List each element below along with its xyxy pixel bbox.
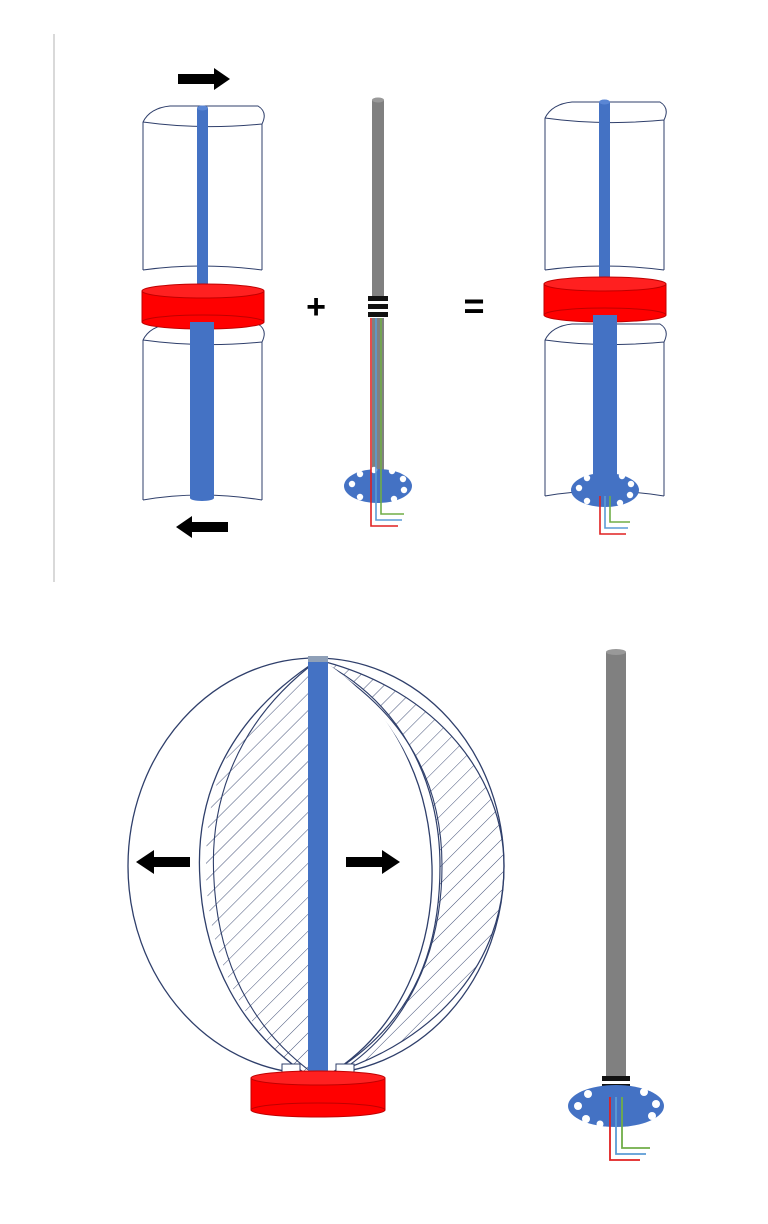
left-hatched-lens bbox=[206, 660, 318, 1074]
thin-upper-rod bbox=[197, 108, 208, 294]
assembled-thick-rod bbox=[593, 315, 617, 489]
panel-gray-sensor-rod bbox=[344, 97, 412, 527]
right-lens-outer-outline bbox=[317, 659, 443, 1075]
equals-symbol: = bbox=[463, 285, 484, 326]
left-lens-inner-outline bbox=[212, 659, 319, 1075]
assembled-lower-tube-outline bbox=[544, 323, 667, 497]
panel-gray-rod-standalone bbox=[568, 649, 664, 1161]
expand-arrow-right-icon bbox=[346, 850, 400, 874]
red-disk-top bbox=[141, 283, 265, 299]
assembled-rod-top-cap bbox=[599, 99, 610, 105]
thick-lower-rod bbox=[190, 322, 214, 498]
panel-expanding-sphere bbox=[127, 656, 505, 1118]
assembled-red-disk-top bbox=[543, 276, 667, 292]
thick-rod-bottom-cap bbox=[190, 495, 214, 501]
thin-rod-top-cap bbox=[197, 105, 208, 111]
clamp-ring-1 bbox=[368, 296, 388, 301]
standalone-wires bbox=[609, 1097, 650, 1161]
gray-rod-lower bbox=[372, 318, 384, 486]
panel-rod-in-split-tube bbox=[141, 68, 265, 538]
expand-arrow-left-icon bbox=[136, 850, 190, 874]
arrow-right-icon bbox=[178, 68, 230, 90]
assembled-wires bbox=[599, 496, 630, 535]
sensor-wires bbox=[370, 318, 404, 527]
sphere-red-base-top bbox=[250, 1070, 386, 1086]
assembled-thin-rod bbox=[599, 102, 610, 292]
sphere-rod-top-cap bbox=[308, 656, 328, 662]
assembled-upper-tube-outline bbox=[544, 101, 667, 271]
arrow-left-icon bbox=[176, 516, 228, 538]
gray-rod-upper bbox=[372, 100, 384, 296]
standalone-rod-top-cap bbox=[606, 649, 626, 655]
standalone-clamp-ring-1 bbox=[602, 1076, 630, 1081]
plus-symbol: + bbox=[306, 288, 326, 326]
standalone-base-holes bbox=[574, 1088, 660, 1128]
clamp-ring-3 bbox=[368, 312, 388, 317]
panel-assembled-rod bbox=[543, 99, 667, 535]
assembled-base-holes bbox=[575, 472, 635, 507]
clamp-ring-2 bbox=[368, 304, 388, 309]
upper-tube-outline bbox=[142, 105, 265, 271]
sphere-red-base-bottom bbox=[250, 1102, 386, 1118]
gray-rod-top-cap bbox=[372, 97, 384, 103]
standalone-gray-rod bbox=[606, 652, 626, 1076]
left-lens-outer-outline bbox=[198, 659, 319, 1075]
sphere-central-rod bbox=[308, 658, 328, 1076]
